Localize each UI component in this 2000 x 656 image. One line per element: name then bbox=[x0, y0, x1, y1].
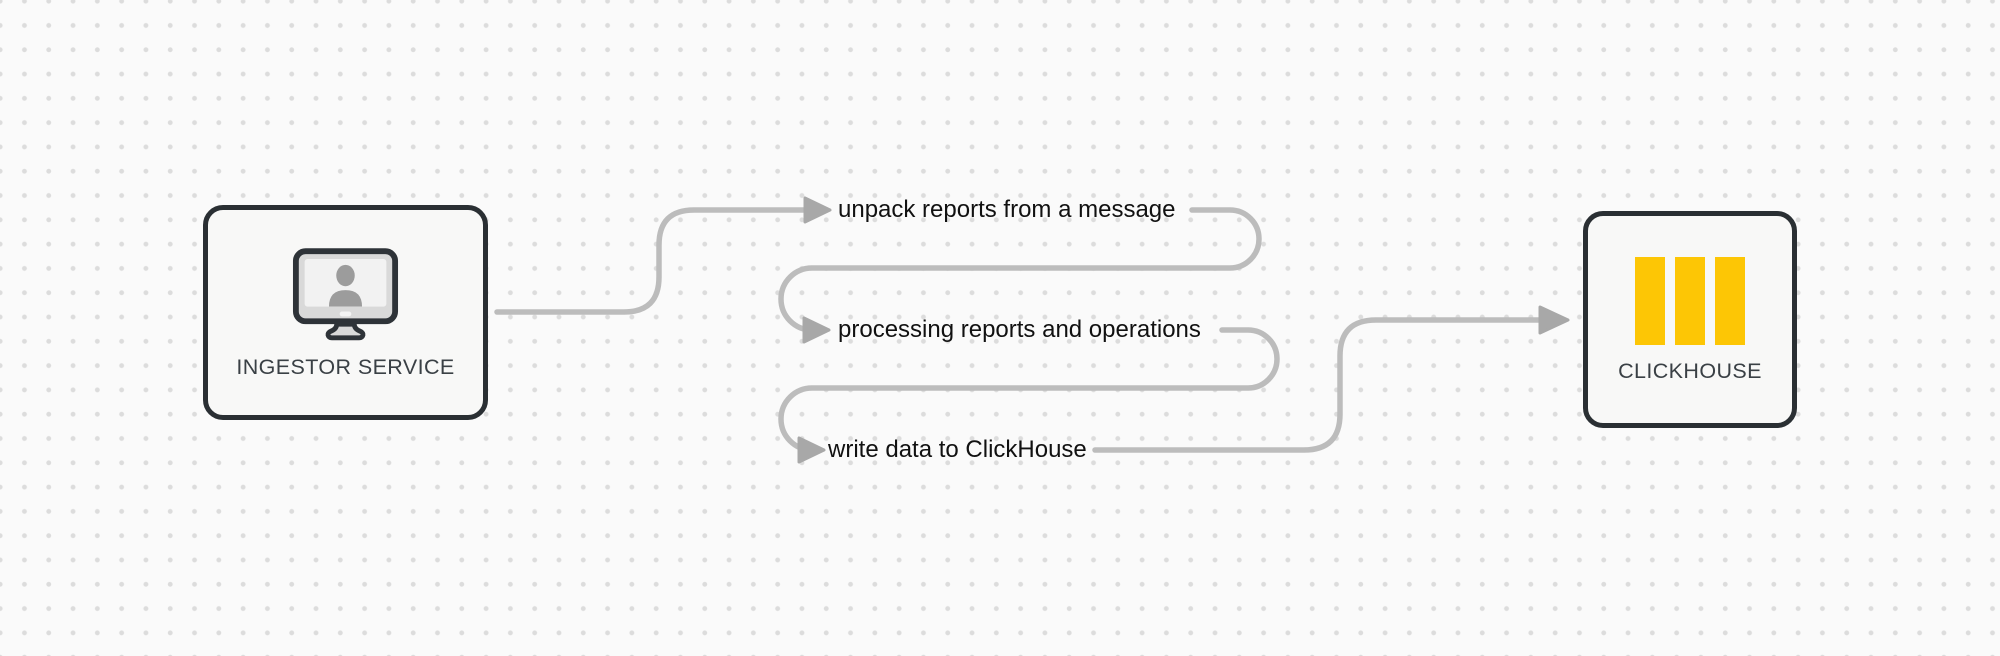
arrowhead-write bbox=[797, 436, 826, 464]
node-label-ingestor-service: INGESTOR SERVICE bbox=[236, 355, 455, 380]
step-label-processing-reports: processing reports and operations bbox=[838, 316, 1201, 343]
step-label-unpack-reports: unpack reports from a message bbox=[838, 196, 1176, 223]
connector-write-to-clickhouse bbox=[1092, 317, 1545, 453]
connector-unpack-to-process bbox=[778, 207, 1262, 333]
connector-process-to-write bbox=[778, 327, 1280, 453]
step-label-write-data: write data to ClickHouse bbox=[828, 436, 1087, 463]
clickhouse-bar bbox=[1635, 256, 1665, 345]
arrowhead-process bbox=[802, 316, 831, 344]
node-ingestor-service[interactable]: INGESTOR SERVICE bbox=[203, 205, 488, 420]
clickhouse-bar bbox=[1675, 256, 1705, 345]
connector-ingestor-to-unpack bbox=[494, 207, 809, 315]
arrowhead-unpack bbox=[803, 196, 832, 224]
clickhouse-bar bbox=[1715, 256, 1745, 345]
monitor-user-icon bbox=[292, 248, 399, 341]
clickhouse-bars-icon bbox=[1635, 256, 1745, 345]
node-label-clickhouse: CLICKHOUSE bbox=[1618, 358, 1762, 383]
node-clickhouse[interactable]: CLICKHOUSE bbox=[1583, 211, 1797, 428]
arrowhead-clickhouse bbox=[1538, 305, 1570, 335]
